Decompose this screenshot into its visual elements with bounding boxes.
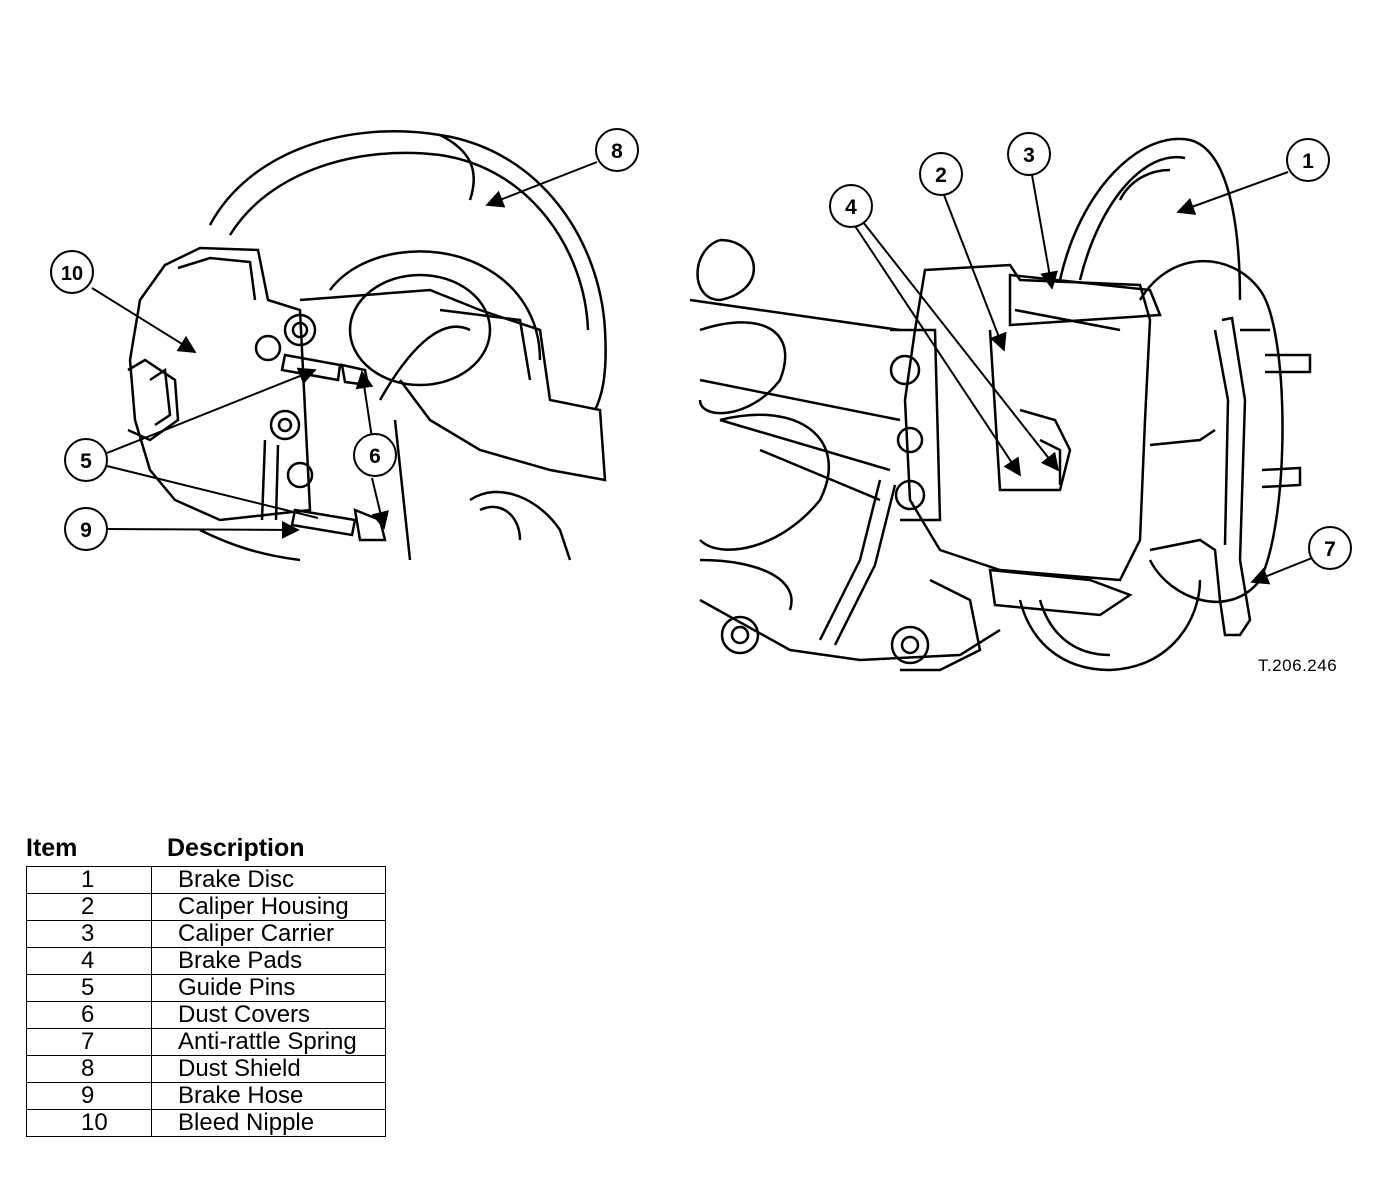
callout-9: 9 bbox=[64, 507, 108, 551]
item-description: Dust Shield bbox=[151, 1055, 386, 1083]
item-number: 2 bbox=[26, 893, 152, 921]
callout-10: 10 bbox=[50, 250, 94, 294]
item-description: Caliper Housing bbox=[151, 893, 386, 921]
item-number: 4 bbox=[26, 947, 152, 975]
svg-text:10: 10 bbox=[61, 263, 83, 285]
item-description: Bleed Nipple bbox=[151, 1109, 386, 1137]
leader-lines bbox=[91, 161, 1313, 585]
callout-1: 1 bbox=[1286, 138, 1330, 182]
item-number: 6 bbox=[26, 1001, 152, 1029]
svg-text:5: 5 bbox=[80, 450, 92, 473]
brake-assembly-diagram: 8 10 5 6 9 1 2 3 4 7 bbox=[50, 128, 1352, 672]
item-description: Caliper Carrier bbox=[151, 920, 386, 948]
legend-header-item: Item bbox=[26, 834, 78, 862]
right-view-illustration bbox=[689, 137, 1312, 672]
item-description: Brake Hose bbox=[151, 1082, 386, 1110]
item-number: 3 bbox=[26, 920, 152, 948]
svg-text:3: 3 bbox=[1023, 144, 1035, 167]
callout-5: 5 bbox=[64, 438, 108, 482]
callout-8: 8 bbox=[595, 128, 639, 172]
item-description: Dust Covers bbox=[151, 1001, 386, 1029]
callout-7: 7 bbox=[1308, 526, 1352, 570]
svg-text:2: 2 bbox=[935, 164, 947, 187]
callout-3: 3 bbox=[1007, 132, 1051, 176]
callout-2: 2 bbox=[919, 152, 963, 196]
item-number: 7 bbox=[26, 1028, 152, 1056]
item-number: 1 bbox=[26, 866, 152, 894]
legend-header-description: Description bbox=[167, 834, 305, 862]
item-number: 5 bbox=[26, 974, 152, 1002]
figure-reference: T.206.246 bbox=[1258, 656, 1338, 675]
svg-text:7: 7 bbox=[1324, 538, 1336, 561]
svg-text:8: 8 bbox=[611, 140, 623, 163]
item-number: 9 bbox=[26, 1082, 152, 1110]
callout-4: 4 bbox=[829, 184, 873, 228]
svg-text:1: 1 bbox=[1302, 150, 1314, 173]
left-view-illustration bbox=[127, 130, 607, 562]
item-description: Guide Pins bbox=[151, 974, 386, 1002]
svg-text:9: 9 bbox=[80, 519, 92, 542]
item-number: 8 bbox=[26, 1055, 152, 1083]
callout-6: 6 bbox=[353, 433, 397, 477]
item-description: Anti-rattle Spring bbox=[151, 1028, 386, 1056]
svg-text:4: 4 bbox=[845, 196, 857, 219]
item-description: Brake Pads bbox=[151, 947, 386, 975]
item-number: 10 bbox=[26, 1109, 152, 1137]
svg-text:6: 6 bbox=[369, 445, 381, 468]
item-description: Brake Disc bbox=[151, 866, 386, 894]
